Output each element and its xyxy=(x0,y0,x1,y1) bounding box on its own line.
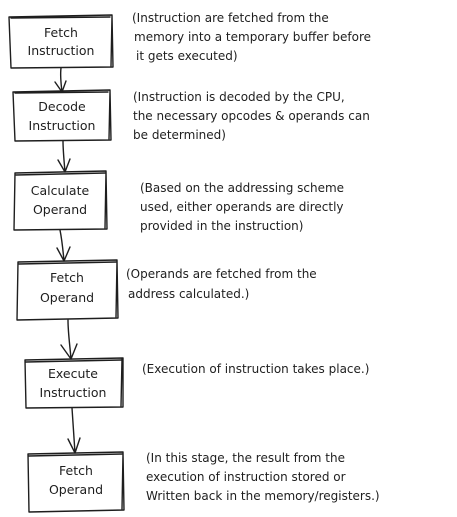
step-note: (Instruction is decoded by the CPU, the … xyxy=(133,90,370,142)
step-note: (Execution of instruction takes place.) xyxy=(142,362,369,376)
note-line: provided in the instruction) xyxy=(140,219,303,233)
note-line: (Instruction is decoded by the CPU, xyxy=(133,90,345,104)
step-label-line: Fetch xyxy=(59,463,93,478)
step-label-line: Fetch xyxy=(50,270,84,285)
step-box xyxy=(24,357,124,409)
note-line: (In this stage, the result from the xyxy=(146,451,345,465)
step-box xyxy=(27,451,125,513)
step-note: (Based on the addressing scheme used, ei… xyxy=(140,181,344,233)
note-line: (Operands are fetched from the xyxy=(126,267,317,281)
step-label-line: Instruction xyxy=(40,385,107,400)
flow-arrow xyxy=(57,140,71,173)
note-line: memory into a temporary buffer before xyxy=(134,30,371,44)
step-label-line: Instruction xyxy=(28,43,95,58)
note-line: be determined) xyxy=(133,128,226,142)
step-fetch-operand-writeback: Fetch Operand xyxy=(27,451,125,513)
note-line: (Based on the addressing scheme xyxy=(140,181,344,195)
note-line: used, either operands are directly xyxy=(140,200,344,214)
step-box xyxy=(12,89,112,142)
note-line: address calculated.) xyxy=(128,287,249,301)
step-label-line: Operand xyxy=(49,482,103,497)
step-fetch-instruction: Fetch Instruction xyxy=(8,14,114,69)
note-line: Written back in the memory/registers.) xyxy=(146,489,380,503)
step-calculate-operand: Calculate Operand xyxy=(13,170,108,231)
step-label-line: Calculate xyxy=(31,183,90,198)
note-line: it gets executed) xyxy=(136,49,238,63)
note-line: (Instruction are fetched from the xyxy=(132,11,329,25)
step-fetch-operand: Fetch Operand xyxy=(16,259,119,321)
step-box xyxy=(8,14,114,69)
note-line: (Execution of instruction takes place.) xyxy=(142,362,369,376)
flow-arrow xyxy=(67,407,81,454)
note-line: execution of instruction stored or xyxy=(146,470,346,484)
step-label-line: Fetch xyxy=(44,25,78,40)
step-label-line: Decode xyxy=(38,99,86,114)
step-execute-instruction: Execute Instruction xyxy=(24,357,124,409)
flow-arrow xyxy=(60,319,78,360)
step-box xyxy=(13,170,108,231)
step-label-line: Execute xyxy=(48,366,98,381)
step-decode-instruction: Decode Instruction xyxy=(12,89,112,142)
step-note: (Operands are fetched from the address c… xyxy=(126,267,317,301)
step-label-line: Operand xyxy=(33,202,87,217)
flow-arrow xyxy=(54,67,67,93)
step-label-line: Instruction xyxy=(29,118,96,133)
step-note: (Instruction are fetched from the memory… xyxy=(132,11,371,63)
step-note: (In this stage, the result from the exec… xyxy=(146,451,380,503)
step-label-line: Operand xyxy=(40,290,94,305)
note-line: the necessary opcodes & operands can xyxy=(133,109,370,123)
flow-arrow xyxy=(56,229,71,262)
step-box xyxy=(16,259,119,321)
